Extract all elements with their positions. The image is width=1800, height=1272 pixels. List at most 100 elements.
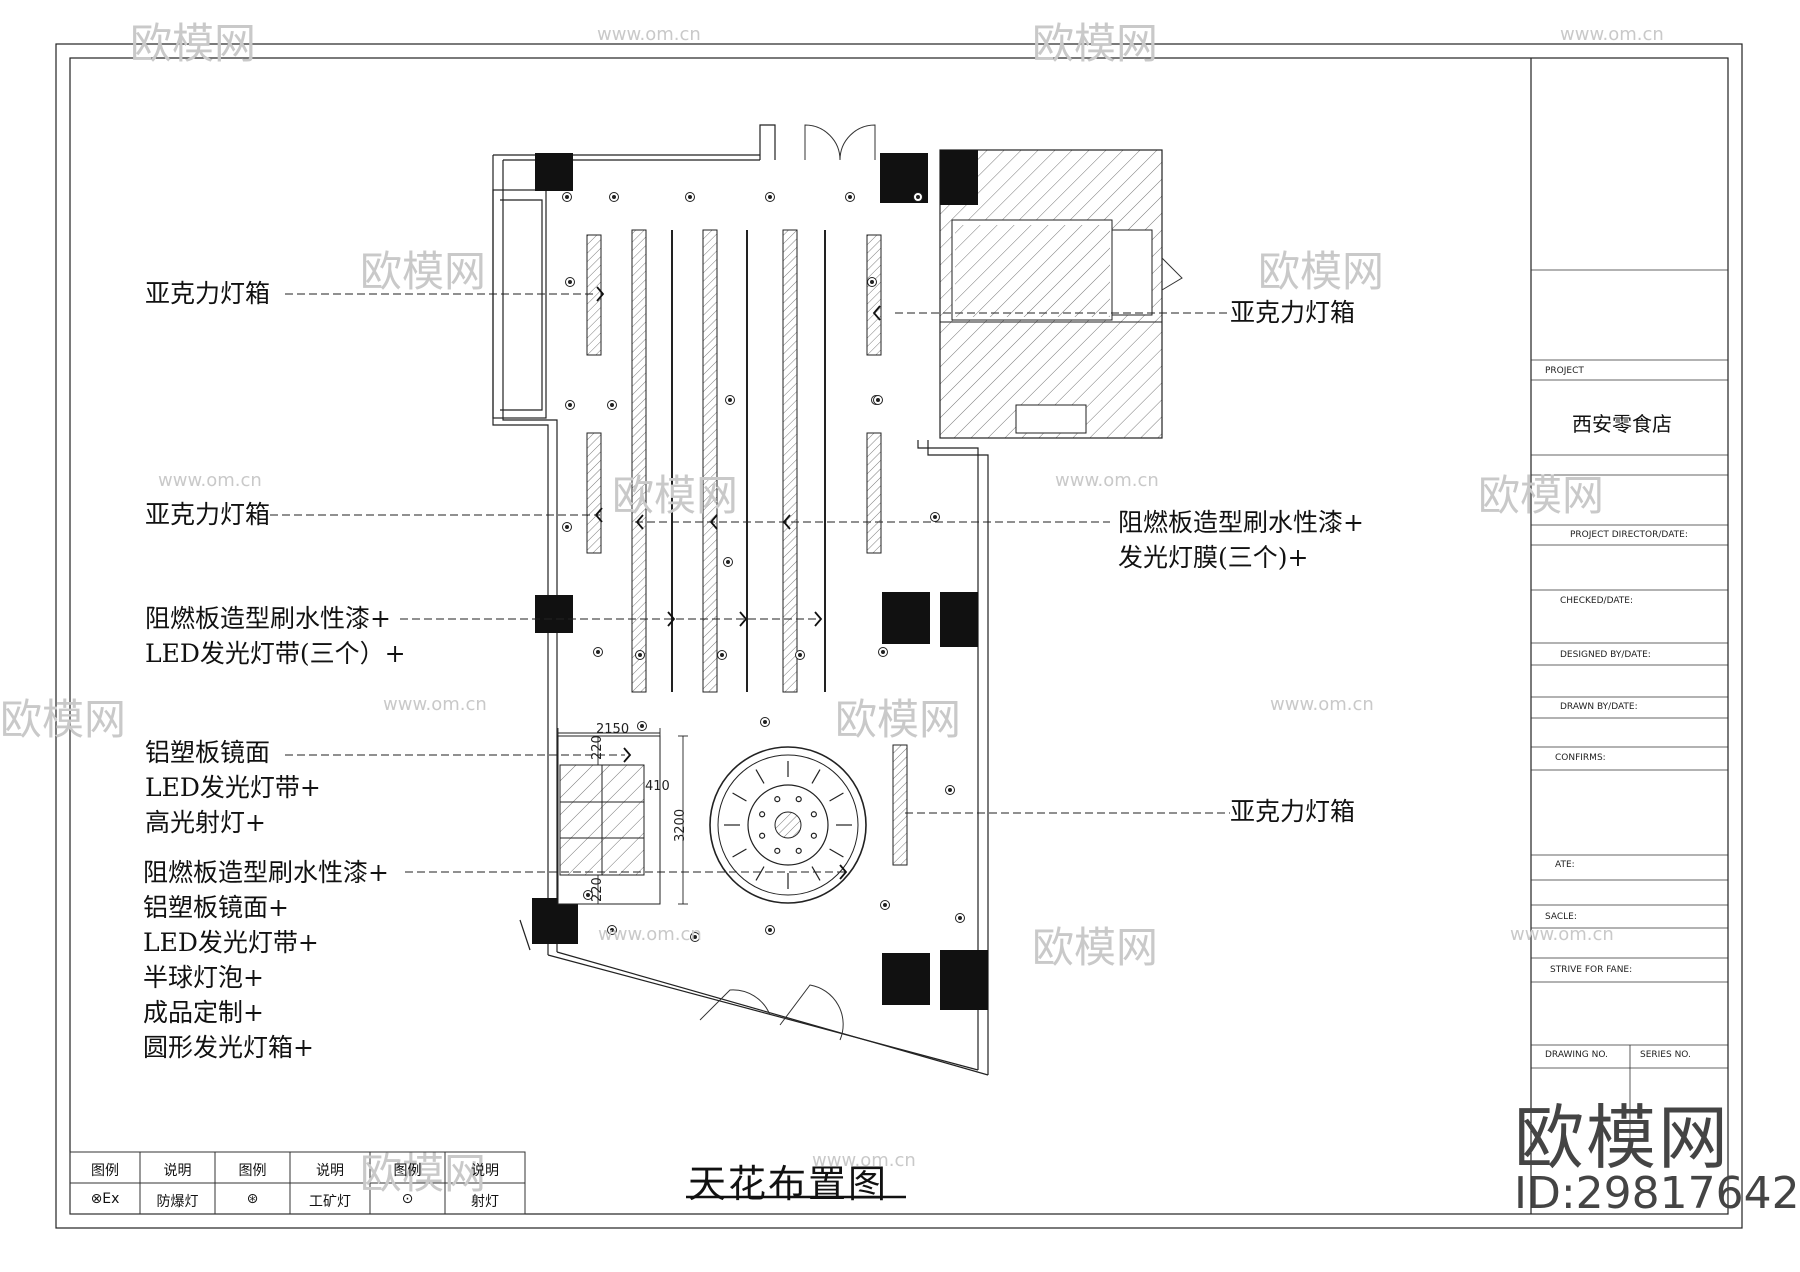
round-light-box bbox=[709, 746, 867, 904]
downlight-center bbox=[883, 903, 887, 907]
floor-plan-walls bbox=[492, 124, 989, 1076]
downlight-center bbox=[688, 195, 692, 199]
leader-arrows bbox=[594, 286, 881, 880]
downlight-center bbox=[720, 653, 724, 657]
legend-table bbox=[69, 1151, 526, 1215]
label-line: 阻燃板造型刷水性漆+ bbox=[143, 858, 389, 887]
downlight-center bbox=[958, 916, 962, 920]
radial-tick bbox=[811, 769, 821, 784]
legend-header: 图例 bbox=[91, 1163, 119, 1179]
label-mirror-panel: 铝塑板镜面 LED发光灯带+ 高光射灯+ bbox=[145, 735, 321, 840]
door-swings bbox=[699, 124, 876, 1041]
title-block-designed: DESIGNED BY/DATE: bbox=[1560, 650, 1651, 660]
label-line: 半球灯泡+ bbox=[143, 963, 264, 992]
radial-tick bbox=[732, 848, 747, 858]
watermark-url: www.om.cn bbox=[383, 694, 487, 715]
radial-tick bbox=[755, 769, 765, 784]
hemisphere-bulb-icon bbox=[759, 811, 766, 818]
title-block-checked: CHECKED/DATE: bbox=[1560, 596, 1634, 606]
round-light-ticks bbox=[724, 761, 852, 889]
watermark-brand: 欧模网 bbox=[1258, 247, 1385, 296]
dim-edge-bottom: 220 bbox=[590, 877, 605, 902]
title-block-date: ATE: bbox=[1555, 860, 1575, 870]
downlight-center bbox=[586, 893, 590, 897]
legend-desc: 防爆灯 bbox=[156, 1194, 199, 1210]
legend-header: 图例 bbox=[238, 1163, 267, 1179]
downlight-center bbox=[916, 195, 920, 199]
label-acrylic-box-2: 亚克力灯箱 bbox=[1230, 298, 1356, 327]
downlight-center bbox=[568, 280, 572, 284]
dim-width: 2150 bbox=[596, 722, 629, 737]
label-line: 高光射灯+ bbox=[145, 808, 266, 837]
hemisphere-bulb-icon bbox=[774, 847, 781, 854]
title-block-project-label: PROJECT bbox=[1545, 366, 1584, 376]
downlight-center bbox=[596, 650, 600, 654]
label-round-light-box: 阻燃板造型刷水性漆+ 铝塑板镜面+ LED发光灯带+ 半球灯泡+ 成品定制+ 圆… bbox=[143, 855, 389, 1065]
downlight-center bbox=[612, 195, 616, 199]
downlight-center bbox=[728, 398, 732, 402]
explosion-proof-light-icon: ⊗Ex bbox=[90, 1191, 120, 1207]
downlight-center bbox=[568, 403, 572, 407]
light-strips bbox=[631, 229, 826, 693]
hemisphere-bulb-icon bbox=[795, 847, 802, 854]
watermark-brand: 欧模网 bbox=[612, 471, 739, 520]
watermark-url: www.om.cn bbox=[158, 470, 262, 491]
watermark-url: www.om.cn bbox=[598, 924, 702, 945]
downlight-center bbox=[870, 280, 874, 284]
label-line: 阻燃板造型刷水性漆+ bbox=[1118, 508, 1364, 537]
dimension-lines bbox=[557, 728, 688, 905]
label-acrylic-box-4: 亚克力灯箱 bbox=[1230, 797, 1356, 826]
title-block-scale: SACLE: bbox=[1545, 912, 1577, 922]
downlight-center bbox=[848, 195, 852, 199]
dim-side: 410 bbox=[645, 779, 670, 794]
mirror-panel bbox=[557, 735, 661, 905]
title-block-strive: STRIVE FOR FANE: bbox=[1550, 965, 1633, 975]
title-block-confirms: CONFIRMS: bbox=[1555, 753, 1606, 763]
label-line: LED发光灯带+ bbox=[143, 928, 319, 957]
label-line: 阻燃板造型刷水性漆+ bbox=[145, 604, 391, 633]
downlight-center bbox=[640, 724, 644, 728]
watermark-logo: 欧模网 bbox=[1514, 1097, 1730, 1179]
watermark-brand: 欧模网 bbox=[1478, 471, 1605, 520]
title-block-director: PROJECT DIRECTOR/DATE: bbox=[1570, 530, 1688, 540]
downlight-center bbox=[768, 928, 772, 932]
acrylic-light-boxes bbox=[586, 234, 908, 866]
label-line: 铝塑板镜面+ bbox=[143, 893, 289, 922]
watermark-brand: 欧模网 bbox=[835, 695, 962, 744]
radial-tick bbox=[755, 866, 765, 881]
project-name: 西安零食店 bbox=[1572, 412, 1672, 436]
watermark-url: www.om.cn bbox=[597, 24, 701, 45]
label-line: 成品定制+ bbox=[143, 998, 264, 1027]
downlight-center bbox=[768, 195, 772, 199]
watermark-url: www.om.cn bbox=[1510, 924, 1614, 945]
watermark-brand: 欧模网 bbox=[0, 695, 127, 744]
spotlight-icon: ⊙ bbox=[401, 1191, 414, 1207]
downlight-center bbox=[610, 928, 614, 932]
downlight-center bbox=[933, 515, 937, 519]
dim-height: 3200 bbox=[673, 809, 688, 842]
label-acrylic-box-1: 亚克力灯箱 bbox=[145, 279, 271, 308]
downlight-center bbox=[693, 935, 697, 939]
watermark-brand: 欧模网 bbox=[130, 19, 257, 68]
downlight-center bbox=[610, 403, 614, 407]
structural-columns bbox=[532, 150, 988, 1010]
leader-lines bbox=[270, 293, 1230, 873]
sheet-border bbox=[55, 43, 1743, 1229]
hemisphere-bulb-icon bbox=[810, 811, 817, 818]
downlight-center bbox=[763, 720, 767, 724]
watermark-brand: 欧模网 bbox=[1032, 19, 1159, 68]
hemisphere-bulb-icon bbox=[774, 796, 781, 803]
legend-desc: 射灯 bbox=[471, 1194, 499, 1210]
watermark-url: www.om.cn bbox=[812, 1150, 916, 1171]
downlight-center bbox=[565, 195, 569, 199]
title-block bbox=[1531, 269, 1728, 1140]
downlight-center bbox=[948, 788, 952, 792]
label-board-membrane: 阻燃板造型刷水性漆+ 发光灯膜(三个)+ bbox=[1118, 505, 1364, 575]
label-line: LED发光灯带(三个）+ bbox=[145, 639, 406, 668]
downlight-center bbox=[876, 398, 880, 402]
watermark-brand: 欧模网 bbox=[1032, 923, 1159, 972]
hemisphere-bulb-icon bbox=[795, 796, 802, 803]
downlight-center bbox=[798, 653, 802, 657]
legend-header: 图例 bbox=[393, 1163, 422, 1179]
